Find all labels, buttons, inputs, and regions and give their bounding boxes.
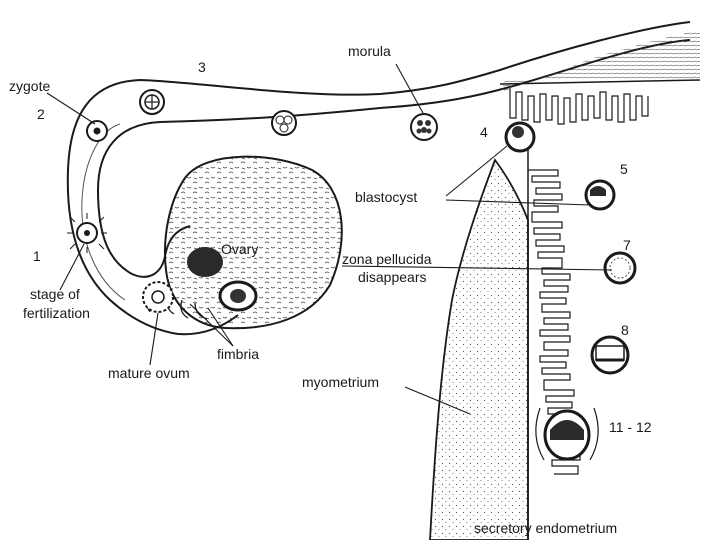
leader-lines	[46, 63, 613, 415]
day-number-8: 8	[621, 322, 629, 338]
label-fertilization: fertilization	[23, 305, 90, 321]
embryo-stage-4	[504, 121, 536, 153]
embryo-stage-3-cleavage	[139, 89, 165, 115]
label-ovary: Ovary	[221, 241, 259, 257]
label-zygote: zygote	[9, 78, 51, 94]
label-mature-ovum: mature ovum	[108, 365, 190, 381]
embryo-stage-8	[590, 335, 630, 375]
day-number-1: 1	[33, 248, 41, 264]
uterus-wall	[429, 30, 701, 540]
day-number-11-12: 11 - 12	[609, 419, 652, 435]
embryo-morula	[410, 113, 438, 141]
label-zona-disappears: disappears	[358, 269, 427, 285]
label-morula: morula	[348, 43, 391, 59]
embryo-cleavage-4-cell	[271, 110, 297, 136]
label-stage-of: stage of	[30, 286, 80, 302]
fertilization-spot	[67, 213, 107, 253]
mature-ovum-cell	[142, 281, 174, 313]
label-zona-pellucida: zona pellucida	[342, 251, 432, 267]
day-number-7: 7	[623, 237, 631, 253]
embryo-stage-7	[603, 251, 637, 285]
day-number-4: 4	[480, 124, 488, 140]
day-number-3: 3	[198, 59, 206, 75]
label-myometrium: myometrium	[302, 374, 380, 390]
label-secretory-endometrium: secretory endometrium	[474, 520, 618, 536]
day-number-2: 2	[37, 106, 45, 122]
day-number-5: 5	[620, 161, 628, 177]
ovary	[164, 155, 343, 330]
embryo-stage-5-blastocyst	[584, 179, 616, 211]
embryo-stage-11-12-implanted	[535, 407, 599, 461]
label-blastocyst: blastocyst	[355, 189, 418, 205]
label-fimbria: fimbria	[217, 346, 260, 362]
embryo-stage-2-zygote	[86, 120, 108, 142]
